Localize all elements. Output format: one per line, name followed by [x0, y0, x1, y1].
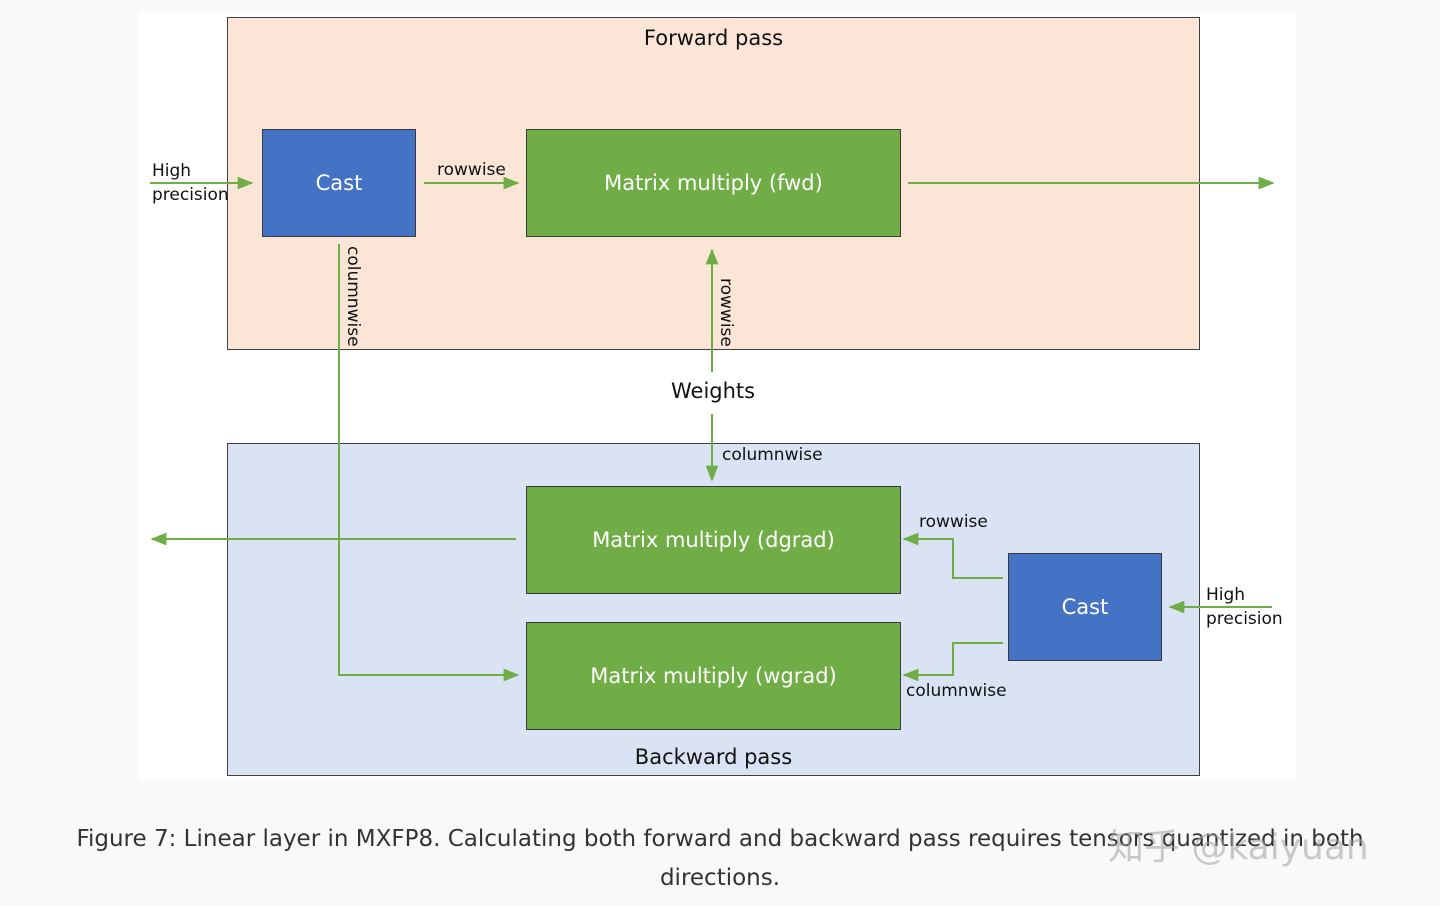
input-fwd-label: High precision — [152, 159, 229, 207]
arrow-cast-bwd-to-mm-wgrad — [902, 642, 1003, 682]
edge-label-cast-columnwise: columnwise — [343, 246, 363, 347]
cast-fwd-box: Cast — [262, 129, 416, 237]
cast-bwd-box: Cast — [1008, 553, 1162, 661]
matmul-wgrad-box: Matrix multiply (wgrad) — [526, 622, 901, 730]
watermark: 知乎 @kaiyuan — [1108, 827, 1369, 868]
forward-pass-title: Forward pass — [643, 26, 784, 50]
caption-line2: directions. — [659, 865, 781, 891]
matmul-dgrad-box: Matrix multiply (dgrad) — [526, 486, 901, 594]
input-bwd-line2: precision — [1206, 609, 1283, 629]
input-bwd-line1: High — [1206, 585, 1246, 605]
edge-label-cast-to-fwd: rowwise — [437, 160, 506, 180]
edge-label-cast-to-dgrad: rowwise — [919, 512, 988, 532]
edge-label-cast-to-wgrad: columnwise — [906, 681, 1007, 701]
input-fwd-line2: precision — [152, 185, 229, 205]
input-fwd-line1: High — [152, 161, 192, 181]
weights-label: Weights — [671, 379, 756, 403]
figure-caption: Figure 7: Linear layer in MXFP8. Calcula… — [0, 820, 1440, 898]
caption-line1: Figure 7: Linear layer in MXFP8. Calcula… — [76, 826, 1364, 852]
edge-label-weights-columnwise: columnwise — [722, 445, 823, 465]
matmul-fwd-box: Matrix multiply (fwd) — [526, 129, 901, 237]
edge-label-weights-rowwise: rowwise — [716, 278, 736, 347]
arrow-cast-bwd-to-mm-dgrad — [902, 532, 1003, 579]
arrow-cast-to-mm-wgrad — [338, 244, 520, 682]
input-bwd-label: High precision — [1206, 583, 1283, 631]
backward-pass-title: Backward pass — [634, 745, 793, 769]
